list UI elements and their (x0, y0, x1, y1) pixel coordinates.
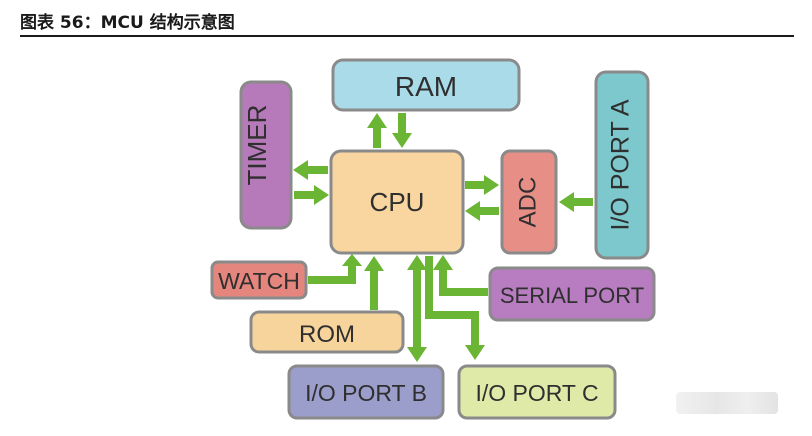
rom-to-cpu-arrow (364, 256, 384, 310)
timer-block: TIMER (239, 80, 293, 230)
figure-title: 图表 56：MCU 结构示意图 (20, 13, 235, 33)
rom-block: ROM (249, 310, 405, 354)
cpu-to-io-port-c-arrow (425, 256, 485, 360)
watch-to-cpu-arrow (308, 254, 362, 284)
watch-block: WATCH (210, 260, 308, 300)
io-port-c-label: I/O PORT C (475, 380, 598, 406)
cpu-serial-port-arrow (433, 255, 488, 296)
cpu-block: CPU (329, 149, 465, 255)
cpu-label: CPU (370, 187, 425, 217)
adc-to-cpu-arrow (465, 201, 499, 221)
io-port-a-block: I/O PORT A (594, 70, 650, 260)
timer-to-cpu-arrow (294, 185, 329, 205)
io-port-b-label: I/O PORT B (305, 380, 427, 406)
ram-label: RAM (395, 71, 457, 102)
io-port-a-label: I/O PORT A (607, 99, 635, 230)
timer-label: TIMER (242, 105, 272, 186)
cpu-to-timer-arrow (293, 160, 328, 180)
rom-label: ROM (299, 321, 355, 348)
title-rule (20, 35, 794, 37)
ram-block: RAM (331, 58, 521, 112)
io-port-b-block: I/O PORT B (287, 364, 445, 420)
serial-port-block: SERIAL PORT (488, 266, 656, 322)
adc-block: ADC (500, 149, 558, 255)
io-port-a-to-adc-arrow (559, 192, 593, 212)
adc-label: ADC (514, 177, 541, 228)
ram-to-cpu-arrow (392, 113, 412, 148)
cpu-to-adc-arrow (465, 175, 499, 195)
watermark-blur (676, 392, 778, 414)
serial-port-label: SERIAL PORT (500, 283, 644, 308)
watch-label: WATCH (218, 268, 300, 294)
cpu-to-ram-arrow (367, 113, 387, 148)
io-port-c-block: I/O PORT C (457, 364, 617, 420)
cpu-io-port-b-arrow (407, 255, 427, 362)
